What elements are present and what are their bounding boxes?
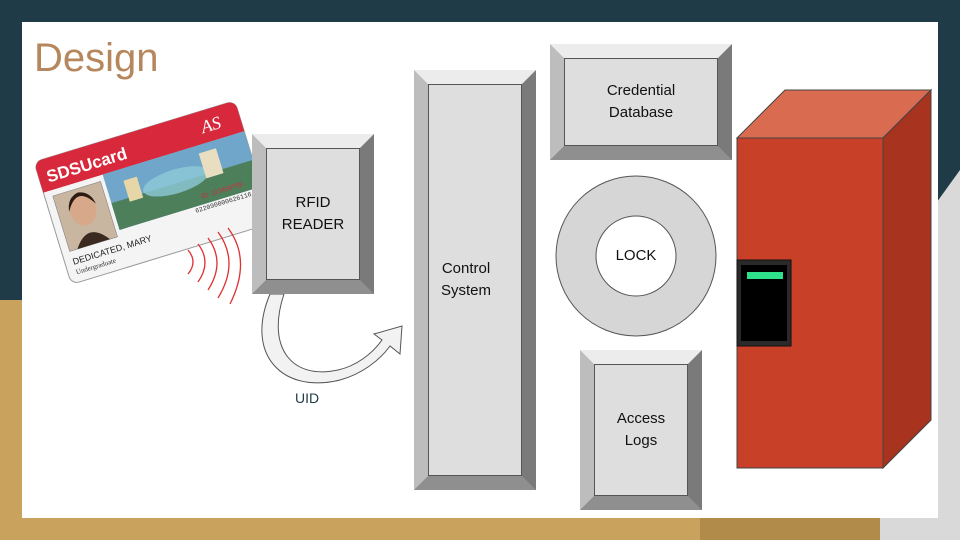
slide: Design SDSUcard AS ID: 123456789 6220900…: [22, 22, 938, 518]
id-card: SDSUcard AS ID: 123456789 62209000062611…: [34, 101, 272, 285]
lock-label: LOCK: [596, 216, 676, 296]
rfid-reader-label: RFID READER: [266, 148, 360, 280]
uid-flow-arrow: [262, 294, 402, 383]
control-system-label: Control System: [428, 84, 504, 476]
scanner-light: [747, 272, 783, 279]
credential-database-label: Credential Database: [564, 58, 718, 146]
locker: [737, 90, 931, 468]
access-logs-label: Access Logs: [594, 364, 688, 496]
uid-label: UID: [295, 390, 319, 406]
locker-side: [883, 90, 931, 468]
